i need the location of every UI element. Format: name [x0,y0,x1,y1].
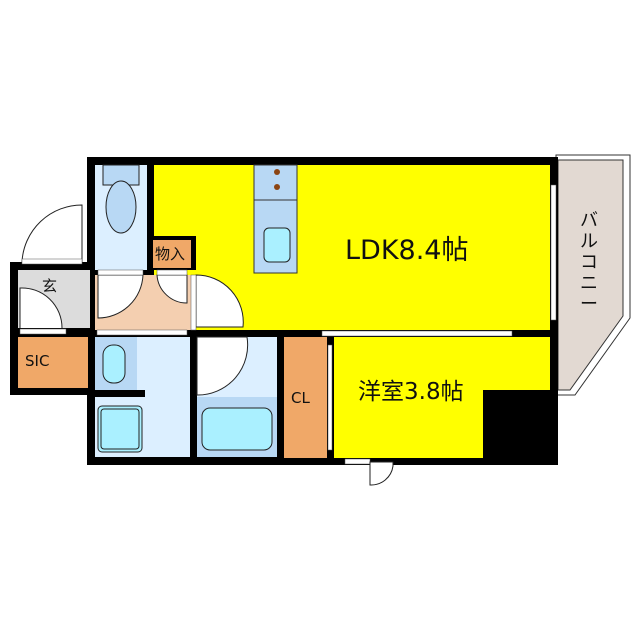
stove-burner-icon [274,184,280,190]
room-closet [284,337,327,458]
thresholds [19,258,197,335]
bathroom-door [196,336,249,396]
exterior [10,395,87,475]
label-balcony: バルコニー [580,210,598,315]
balcony-window [550,184,557,321]
label-closet: CL [291,389,310,407]
bathtub-icon [201,407,273,451]
washbasin-icon [102,344,126,384]
stove-burner-icon [274,169,280,175]
sliding-door [96,329,188,336]
label-western-room: 洋室3.8帖 [358,379,464,405]
toilet-bowl-icon [105,180,137,234]
doors [19,204,244,329]
label-sic: SIC [25,352,50,370]
label-storage: 物入 [155,245,186,263]
pipe-space [483,390,555,462]
western-room-door [369,461,394,486]
room-sic [18,337,88,388]
sink-icon [263,227,291,263]
label-ldk: LDK8.4帖 [345,235,469,266]
label-entrance: 玄 [42,277,58,295]
kitchen-counter [253,164,298,274]
washing-machine-icon [97,405,143,453]
sliding-door [321,330,513,337]
room-storage [153,240,191,268]
